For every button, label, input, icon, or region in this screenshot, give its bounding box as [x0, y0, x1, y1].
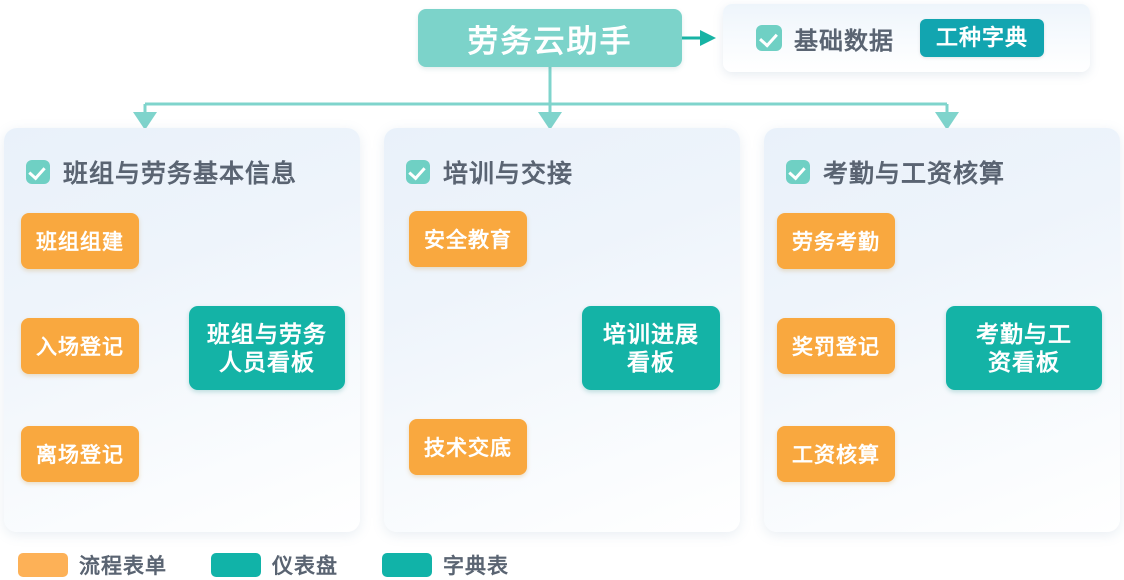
- legend: 流程表单 仪表盘 字典表: [18, 550, 553, 580]
- legend-item-dashboard: 仪表盘: [211, 550, 338, 580]
- legend-item-flow-form: 流程表单: [18, 550, 167, 580]
- dashboard-kaoqin-gongzi[interactable]: 考勤与工 资看板: [946, 306, 1102, 390]
- card-2-header: 考勤与工资核算: [786, 154, 1005, 190]
- card-attendance-salary: 考勤与工资核算 劳务考勤 奖罚登记 工资核算 考勤与工 资看板: [764, 128, 1120, 532]
- legend-swatch-teal-dashboard: [211, 553, 261, 577]
- check-box-icon: [786, 160, 810, 184]
- flow-step-gongzihesuan[interactable]: 工资核算: [777, 426, 895, 482]
- dashboard-line-1: 班组与劳务: [207, 320, 327, 347]
- basic-data-panel[interactable]: 基础数据 工种字典: [723, 4, 1090, 72]
- arrow-title-to-basic: [682, 30, 716, 46]
- flow-step-lichangdengji[interactable]: 离场登记: [21, 426, 139, 482]
- tree-connector: [133, 67, 959, 130]
- dashboard-line-2: 看板: [627, 349, 675, 375]
- flow-step-anquanjiaoyu[interactable]: 安全教育: [409, 211, 527, 267]
- card-0-title: 班组与劳务基本信息: [63, 160, 298, 188]
- flow-step-jiangfadengji[interactable]: 奖罚登记: [777, 318, 895, 374]
- dashboard-peixunjinzhan[interactable]: 培训进展 看板: [582, 306, 720, 390]
- dashboard-line-1: 培训进展: [603, 320, 699, 347]
- flow-step-banzuzujian[interactable]: 班组组建: [21, 213, 139, 269]
- card-2-title: 考勤与工资核算: [823, 160, 1006, 188]
- dashboard-line-2: 资看板: [988, 349, 1060, 375]
- legend-item-dictionary: 字典表: [382, 550, 509, 580]
- legend-label-dashboard: 仪表盘: [272, 555, 338, 578]
- check-box-icon: [756, 25, 782, 51]
- check-box-icon: [26, 160, 50, 184]
- legend-label-dictionary: 字典表: [443, 555, 509, 578]
- legend-swatch-teal-dictionary: [382, 553, 432, 577]
- basic-data-label: 基础数据: [794, 27, 894, 55]
- card-training: 培训与交接 安全教育 技术交底 培训进展 看板: [384, 128, 740, 532]
- card-1-title: 培训与交接: [443, 160, 574, 188]
- card-basic-info: 班组与劳务基本信息 班组组建 入场登记 离场登记 班组与劳务 人员看板: [4, 128, 360, 532]
- dashboard-line-2: 人员看板: [219, 349, 315, 375]
- app-title: 劳务云助手: [418, 9, 682, 67]
- flow-step-jishujiaodi[interactable]: 技术交底: [409, 419, 527, 475]
- legend-swatch-orange: [18, 553, 68, 577]
- dashboard-banzu-laowu[interactable]: 班组与劳务 人员看板: [189, 306, 345, 390]
- check-box-icon: [406, 160, 430, 184]
- card-0-header: 班组与劳务基本信息: [26, 154, 297, 190]
- flow-step-ruchangdengji[interactable]: 入场登记: [21, 318, 139, 374]
- job-dictionary-button[interactable]: 工种字典: [920, 18, 1045, 58]
- legend-label-flow-form: 流程表单: [79, 555, 167, 578]
- dashboard-line-1: 考勤与工: [976, 320, 1072, 347]
- card-1-header: 培训与交接: [406, 154, 573, 190]
- flow-step-laowukaoqin[interactable]: 劳务考勤: [777, 213, 895, 269]
